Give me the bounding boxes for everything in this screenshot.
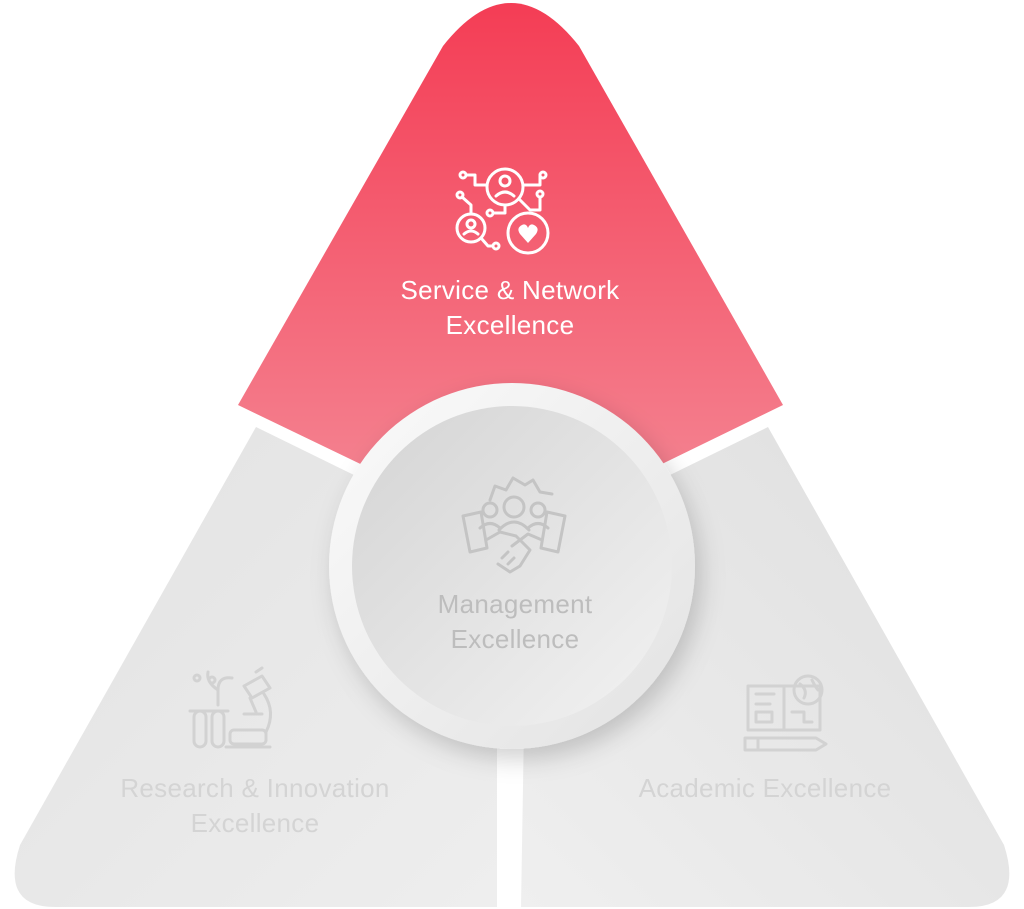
research-innovation-label-line2: Excellence	[190, 808, 320, 838]
segment-top-shape	[238, 3, 783, 537]
management-label: Management Excellence	[370, 587, 660, 657]
academic-label: Academic Excellence	[590, 771, 940, 806]
service-network-label-line2: Excellence	[445, 310, 575, 340]
management-label-line1: Management	[437, 589, 593, 619]
management-label-line2: Excellence	[450, 624, 580, 654]
service-network-label: Service & Network Excellence	[330, 273, 690, 343]
microscope-lab-icon	[188, 666, 272, 749]
network-people-heart-icon	[455, 167, 550, 255]
research-innovation-label: Research & Innovation Excellence	[60, 771, 450, 841]
center-circle-core	[352, 406, 672, 726]
academic-label-line1: Academic Excellence	[638, 773, 892, 803]
research-innovation-label-line1: Research & Innovation	[120, 773, 390, 803]
handshake-gear-team-icon	[461, 476, 567, 574]
service-network-label-line1: Service & Network	[400, 275, 620, 305]
book-globe-pencil-icon	[743, 674, 828, 752]
